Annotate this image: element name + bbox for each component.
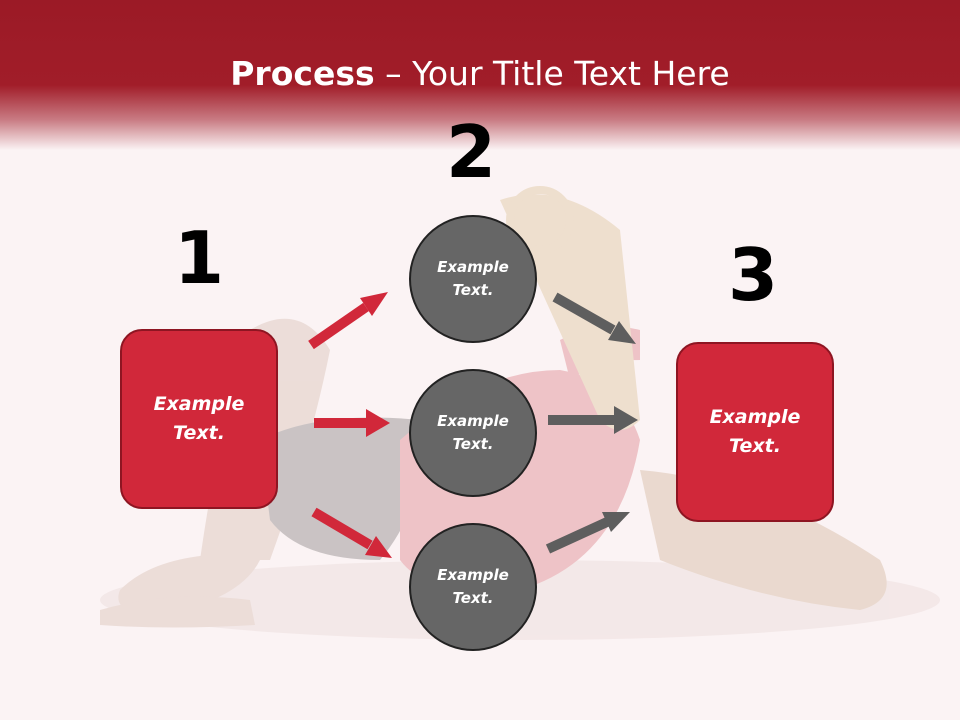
step-number-1: 1 bbox=[173, 216, 225, 300]
step-number-3: 3 bbox=[727, 233, 779, 317]
node-middle-circle: Example Text. bbox=[409, 369, 537, 497]
step-1-box: Example Text. bbox=[120, 329, 278, 509]
step-3-box: Example Text. bbox=[676, 342, 834, 522]
node-top-label: Example Text. bbox=[437, 258, 509, 299]
arrow-1-to-top bbox=[308, 292, 388, 350]
step-number-2: 2 bbox=[445, 110, 497, 194]
arrow-middle-to-3 bbox=[548, 406, 638, 434]
arrow-bottom-to-3 bbox=[545, 512, 630, 554]
step-1-label: Example Text. bbox=[153, 393, 245, 444]
node-top-circle: Example Text. bbox=[409, 215, 537, 343]
node-bottom-circle: Example Text. bbox=[409, 523, 537, 651]
arrow-top-to-3 bbox=[552, 292, 636, 344]
step-3-label: Example Text. bbox=[709, 406, 801, 457]
title-rest: – Your Title Text Here bbox=[374, 54, 730, 93]
arrow-1-to-bottom bbox=[311, 507, 392, 558]
node-middle-label: Example Text. bbox=[437, 412, 509, 453]
slide-title: Process – Your Title Text Here bbox=[0, 52, 960, 96]
arrow-1-to-middle bbox=[314, 409, 390, 437]
node-bottom-label: Example Text. bbox=[437, 566, 509, 607]
title-bold: Process bbox=[230, 54, 375, 93]
title-banner bbox=[0, 0, 960, 150]
